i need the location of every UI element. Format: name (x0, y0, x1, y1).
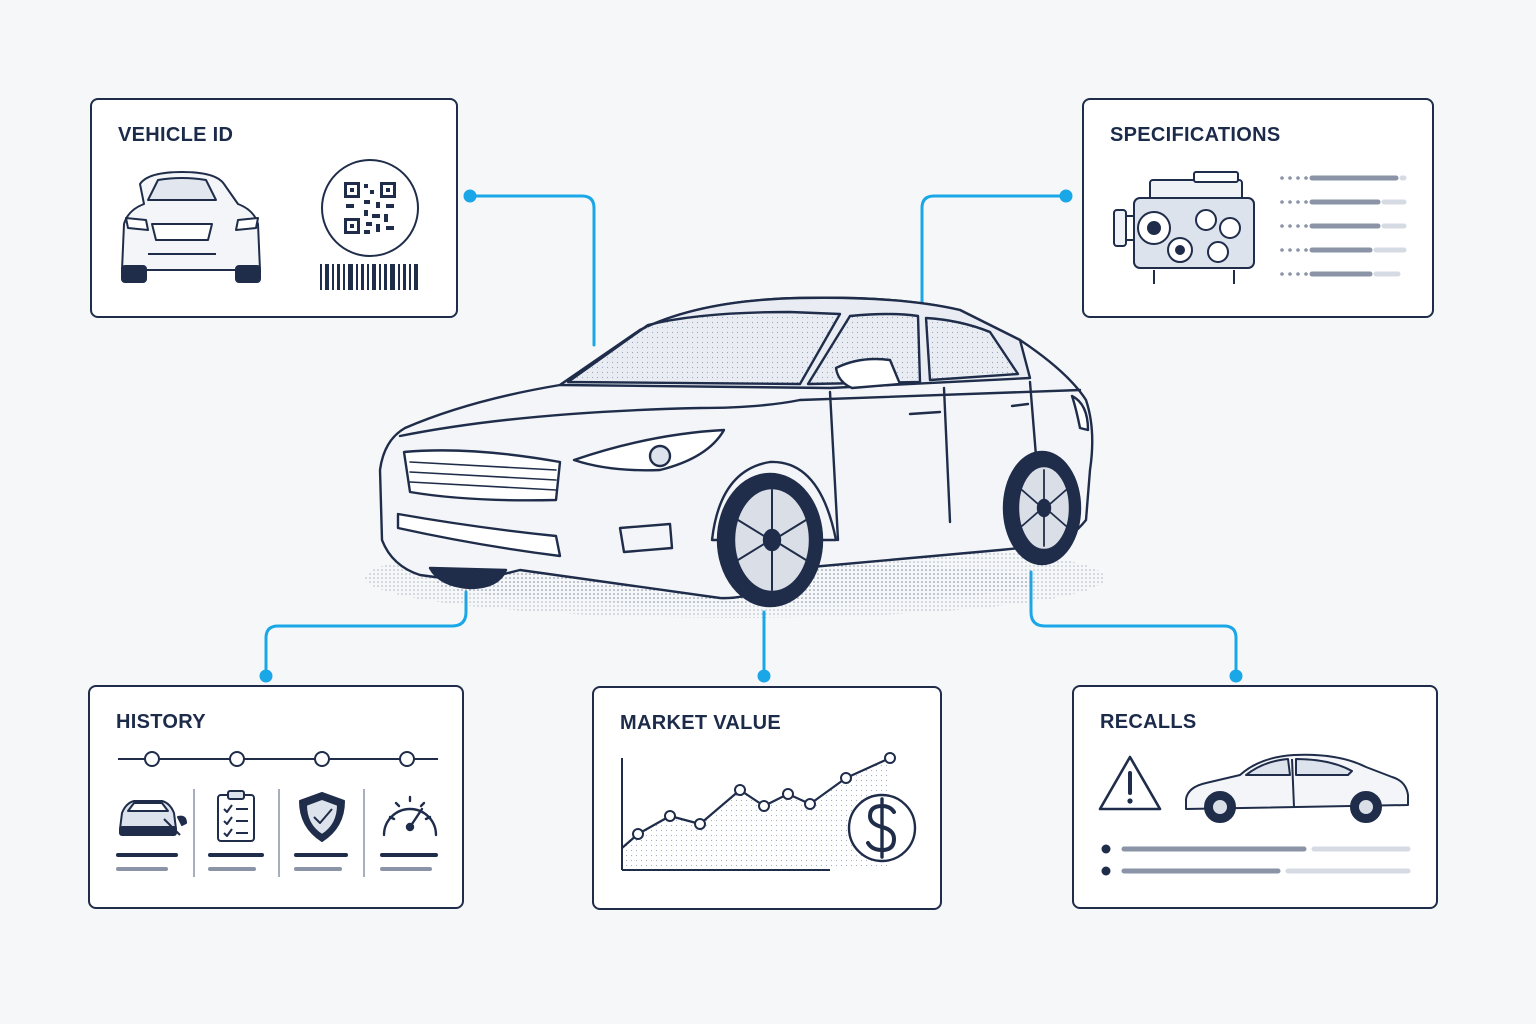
recall-list (1101, 844, 1411, 876)
connector-vehicle-id (468, 194, 596, 347)
history-panel[interactable]: HISTORY (88, 685, 464, 909)
connector-dot-market-value (757, 669, 771, 683)
connector-specifications (920, 194, 1068, 307)
market-value-panel[interactable]: MARKET VALUE (592, 686, 942, 910)
clipboard-checklist-icon (217, 790, 255, 842)
history-title: HISTORY (116, 711, 206, 733)
market-value-graphics (621, 752, 917, 871)
recalls-title: RECALLS (1100, 711, 1197, 733)
vehicle-id-title: VEHICLE ID (118, 124, 234, 146)
specifications-graphics (1113, 171, 1407, 284)
engine-icon (1113, 171, 1255, 284)
qr-code-icon (321, 159, 419, 257)
specifications-panel[interactable]: SPECIFICATIONS (1082, 98, 1434, 318)
market-value-title: MARKET VALUE (620, 712, 782, 734)
line-chart-icon (621, 752, 896, 871)
recalls-graphics (1098, 753, 1411, 876)
vehicle-id-graphics (121, 159, 419, 290)
connector-history (264, 590, 468, 678)
specifications-title: SPECIFICATIONS (1110, 124, 1281, 146)
history-timeline (118, 751, 438, 767)
dollar-icon (847, 793, 917, 863)
car-front-icon (121, 171, 261, 283)
connector-dot-recalls (1229, 669, 1243, 683)
vehicle-id-panel[interactable]: VEHICLE ID (90, 98, 458, 318)
spec-rows (1280, 175, 1407, 277)
car-side-icon (1185, 753, 1409, 823)
barcode-icon (320, 264, 418, 290)
recalls-panel[interactable]: RECALLS (1072, 685, 1438, 909)
connector-dot-history (259, 669, 273, 683)
shield-check-icon (299, 792, 345, 842)
warning-icon (1098, 755, 1162, 811)
connector-recalls (1029, 570, 1238, 678)
connector-dot-vehicle-id (463, 189, 477, 203)
speedometer-icon (382, 795, 438, 837)
connector-dot-specifications (1059, 189, 1073, 203)
history-graphics (116, 751, 438, 877)
car-repair-icon (119, 800, 187, 836)
